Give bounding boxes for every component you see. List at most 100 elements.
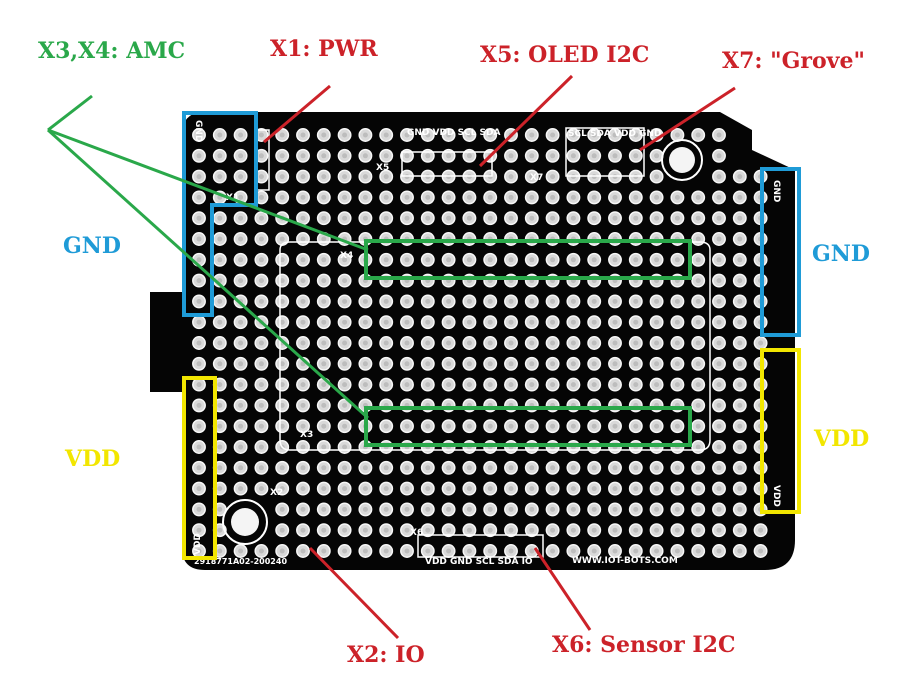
pad-hole xyxy=(550,423,556,429)
pad-hole xyxy=(425,215,431,221)
pad-hole xyxy=(342,340,348,346)
pad-hole xyxy=(279,174,285,180)
pad-hole xyxy=(737,444,743,450)
pad-hole xyxy=(674,382,680,388)
pad-hole xyxy=(300,382,306,388)
pad-hole xyxy=(633,215,639,221)
pad-hole xyxy=(196,236,202,242)
pad-hole xyxy=(529,319,535,325)
pad-hole xyxy=(737,174,743,180)
pad-hole xyxy=(383,382,389,388)
pad-hole xyxy=(466,423,472,429)
pad-hole xyxy=(196,319,202,325)
pad-hole xyxy=(529,486,535,492)
pad-hole xyxy=(342,444,348,450)
pad-hole xyxy=(404,340,410,346)
pad-hole xyxy=(258,298,264,304)
label-gnd-right: GND xyxy=(812,241,870,267)
pad-hole xyxy=(654,132,660,138)
pad-hole xyxy=(716,506,722,512)
pad-hole xyxy=(217,444,223,450)
pad-hole xyxy=(570,361,576,367)
pad-hole xyxy=(654,527,660,533)
pad-hole xyxy=(321,215,327,221)
pad-hole xyxy=(529,257,535,263)
pad-hole xyxy=(466,215,472,221)
pad-hole xyxy=(529,423,535,429)
pad-hole xyxy=(279,423,285,429)
pad-hole xyxy=(425,382,431,388)
pad-hole xyxy=(570,340,576,346)
pad-hole xyxy=(362,319,368,325)
pad-hole xyxy=(737,527,743,533)
pad-hole xyxy=(342,132,348,138)
pad-hole xyxy=(383,506,389,512)
pad-hole xyxy=(508,506,514,512)
pad-hole xyxy=(404,527,410,533)
pad-hole xyxy=(258,402,264,408)
pad-hole xyxy=(321,465,327,471)
pad-hole xyxy=(321,402,327,408)
pad-hole xyxy=(362,506,368,512)
pad-hole xyxy=(716,548,722,554)
pad-hole xyxy=(466,361,472,367)
pad-hole xyxy=(196,340,202,346)
pad-hole xyxy=(258,486,264,492)
pad-hole xyxy=(737,486,743,492)
pad-hole xyxy=(196,548,202,554)
pad-hole xyxy=(550,174,556,180)
pad-hole xyxy=(383,132,389,138)
pad-hole xyxy=(279,236,285,242)
pad-hole xyxy=(550,361,556,367)
pad-hole xyxy=(362,527,368,533)
pad-hole xyxy=(508,298,514,304)
pad-hole xyxy=(300,340,306,346)
pad-hole xyxy=(737,298,743,304)
pad-hole xyxy=(466,486,472,492)
pad-hole xyxy=(529,174,535,180)
pad-hole xyxy=(217,423,223,429)
pad-hole xyxy=(300,236,306,242)
pad-hole xyxy=(674,465,680,471)
pad-hole xyxy=(362,548,368,554)
pad-hole xyxy=(446,257,452,263)
pad-hole xyxy=(196,215,202,221)
pad-hole xyxy=(570,257,576,263)
pad-hole xyxy=(654,340,660,346)
pad-hole xyxy=(258,340,264,346)
pad-hole xyxy=(508,548,514,554)
pad-hole xyxy=(342,153,348,159)
pad-hole xyxy=(737,340,743,346)
pad-hole xyxy=(508,174,514,180)
pad-hole xyxy=(695,486,701,492)
pad-hole xyxy=(529,465,535,471)
pad-hole xyxy=(612,340,618,346)
pad-hole xyxy=(279,153,285,159)
pad-hole xyxy=(695,257,701,263)
pad-hole xyxy=(279,257,285,263)
pad-hole xyxy=(196,257,202,263)
pad-hole xyxy=(404,506,410,512)
pad-hole xyxy=(321,486,327,492)
pad-hole xyxy=(529,527,535,533)
pad-hole xyxy=(570,319,576,325)
pad-hole xyxy=(737,382,743,388)
pad-hole xyxy=(674,194,680,200)
pad-hole xyxy=(300,486,306,492)
pad-hole xyxy=(550,527,556,533)
pad-hole xyxy=(654,257,660,263)
pad-hole xyxy=(591,465,597,471)
silk-x4: X4 xyxy=(340,251,353,261)
pad-hole xyxy=(716,361,722,367)
pad-hole xyxy=(654,486,660,492)
pad-hole xyxy=(758,548,764,554)
pad-hole xyxy=(737,506,743,512)
pad-hole xyxy=(654,153,660,159)
label-oled: X5: OLED I2C xyxy=(480,42,649,68)
x6-outline xyxy=(417,534,544,558)
mounting-hole xyxy=(669,147,695,173)
pad-hole xyxy=(300,402,306,408)
pad-hole xyxy=(550,319,556,325)
pad-hole xyxy=(342,278,348,284)
